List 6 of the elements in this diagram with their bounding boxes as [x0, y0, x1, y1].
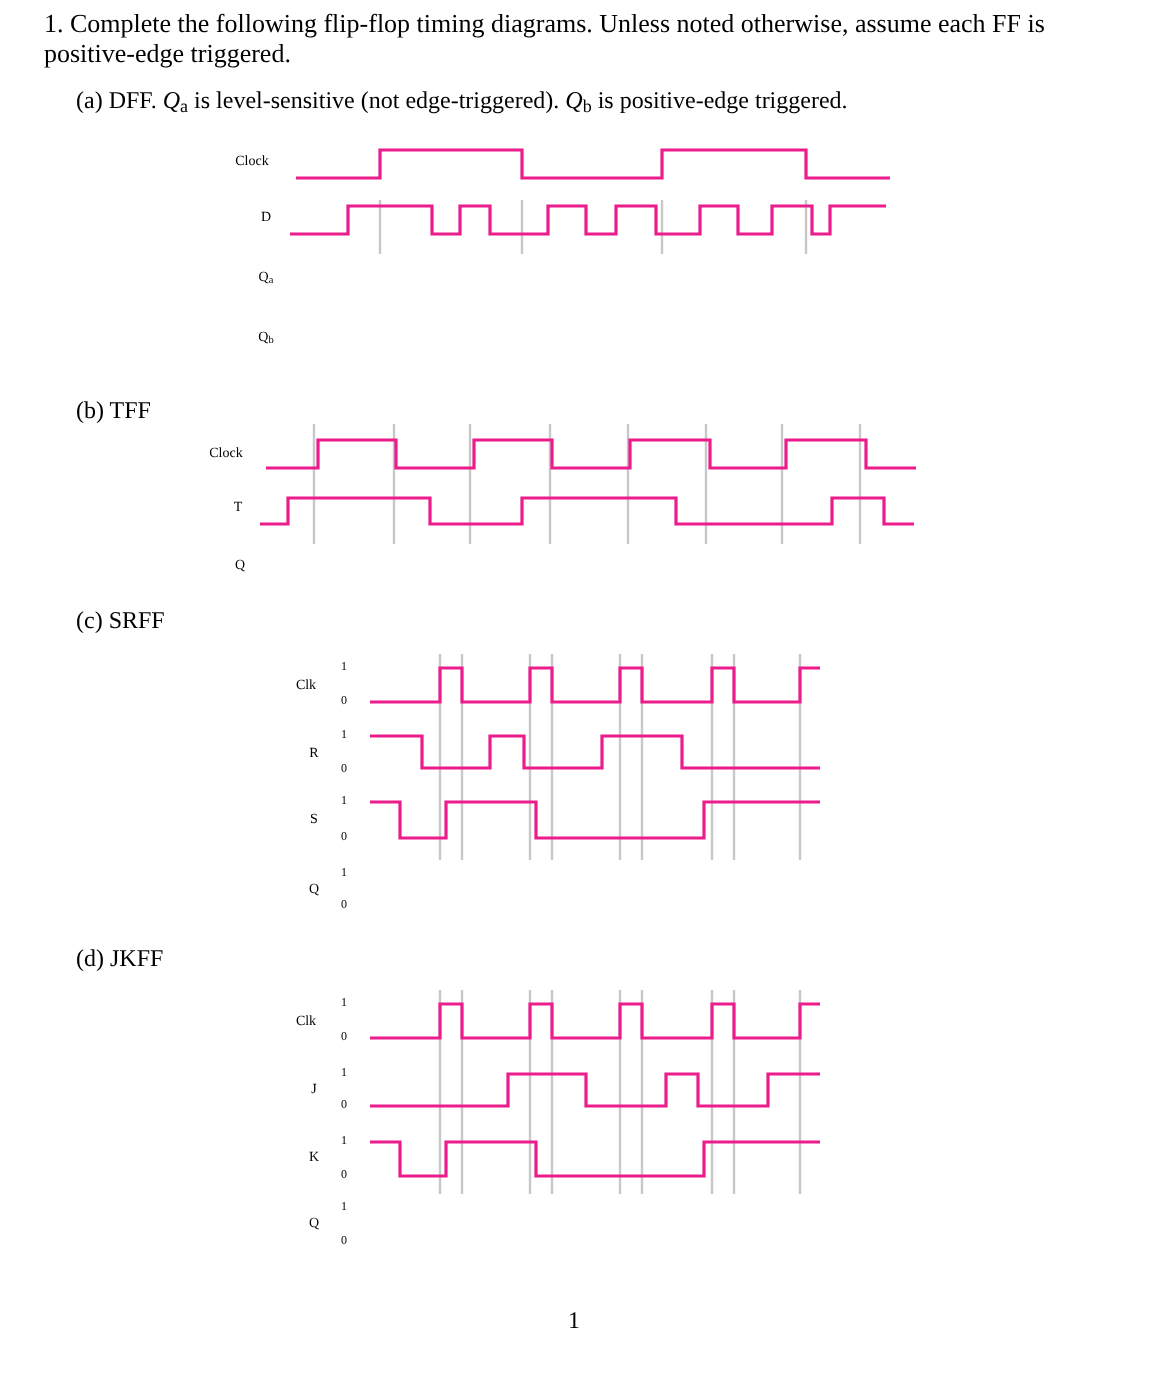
label-text: (c) SRFF	[76, 608, 165, 632]
label-text: (a) DFF. Q$_{a}$ is level-sensitive (not edge-triggered). Q$_{b}$ is positive-edge triggered.	[76, 88, 848, 112]
label-text: (d) JKFF	[76, 946, 164, 970]
question-text: 1. Complete the following flip-flop timing diagrams. Unless noted otherwise, assume each FF is positive-edge triggered.	[44, 8, 1047, 68]
label-text: (b) TFF	[76, 398, 151, 422]
label-text: 1	[568, 1308, 580, 1332]
